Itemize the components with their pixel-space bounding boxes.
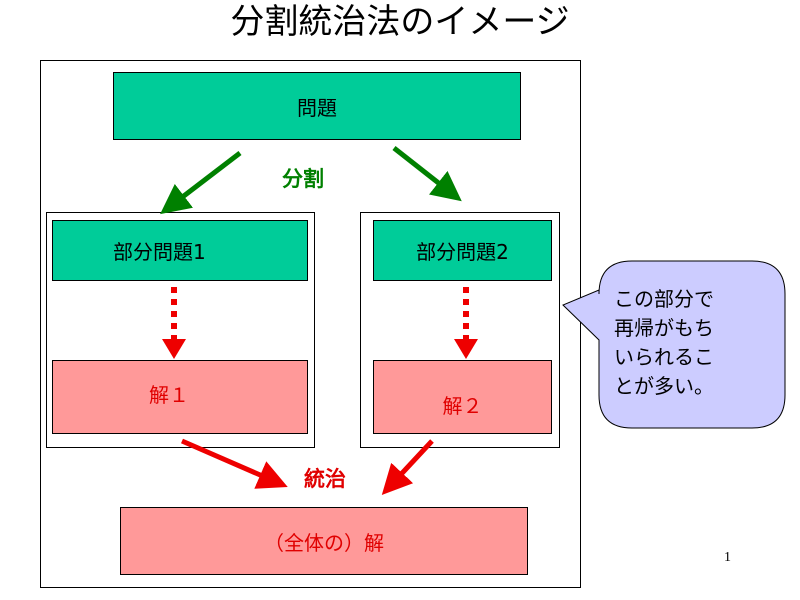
callout-line: 再帰がもち xyxy=(614,316,714,340)
conquer-label: 統治 xyxy=(304,467,346,491)
callout-line: とが多い。 xyxy=(614,374,714,398)
callout-bubble xyxy=(562,260,786,429)
page-number: 1 xyxy=(724,550,731,565)
divide-arrow-left xyxy=(160,151,242,215)
subproblem-box-1: 部分問題1 xyxy=(52,220,308,281)
callout-text: この部分で 再帰がもち いられるこ とが多い。 xyxy=(614,285,714,401)
solution-box-2: 解２ xyxy=(373,360,552,434)
page-title: 分割統治法のイメージ xyxy=(230,2,570,42)
subproblem-box-2: 部分問題2 xyxy=(373,220,552,281)
conquer-arrow-right xyxy=(381,439,434,495)
solution-box-1: 解１ xyxy=(52,360,308,434)
problem-box: 問題 xyxy=(113,72,521,140)
whole-solution-box: （全体の）解 xyxy=(120,507,528,575)
conquer-arrow-left xyxy=(181,438,288,489)
recursion-arrowhead-2 xyxy=(454,339,478,359)
recursion-arrowhead-1 xyxy=(162,339,186,359)
callout-line: この部分で xyxy=(614,287,714,311)
divide-arrow-right xyxy=(392,146,462,202)
divide-label: 分割 xyxy=(282,167,324,191)
callout-line: いられるこ xyxy=(614,345,714,369)
